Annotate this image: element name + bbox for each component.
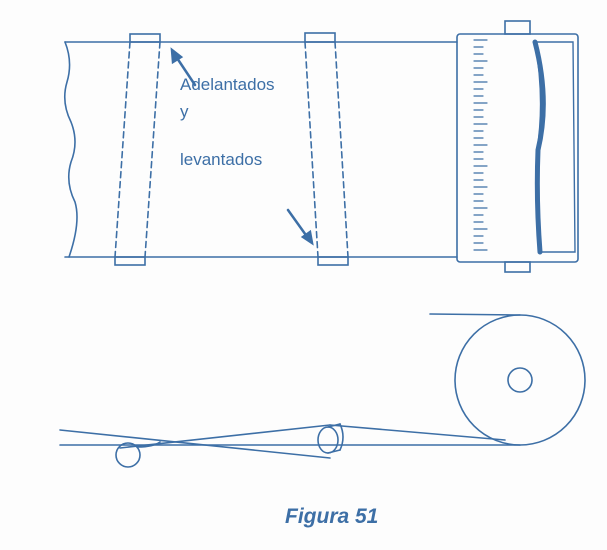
figure-caption: Figura 51 [285,505,379,528]
label-y: y [180,102,189,121]
label-adelantados: Adelantados [180,75,275,94]
roller-top-view [456,20,579,273]
label-levantados: levantados [180,150,263,169]
arrows [170,47,314,246]
roller-cylinder [317,423,344,454]
strip-left [114,33,161,266]
side-view [59,313,586,468]
strip-right [304,32,349,266]
